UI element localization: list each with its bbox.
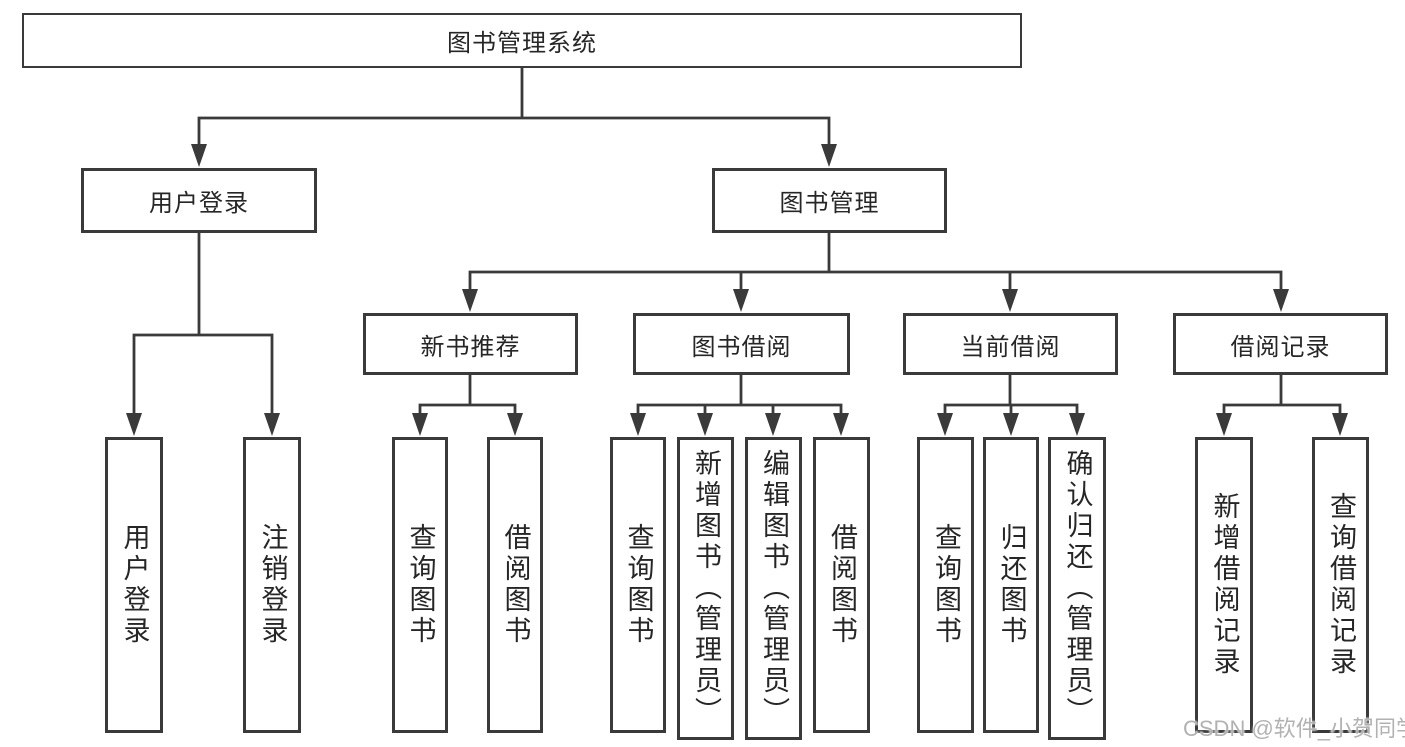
leaf-borrow-query-books-label: 查询图书 (623, 523, 654, 647)
leaf-user-login: 用户登录 (105, 437, 163, 733)
leaf-records-query-borrow-record: 查询借阅记录 (1312, 437, 1369, 733)
leaf-newbook-borrow-books-label: 借阅图书 (500, 523, 531, 647)
leaf-logout-login-label: 注销登录 (257, 523, 288, 647)
leaf-borrow-borrow-books-label: 借阅图书 (827, 523, 857, 647)
connector-root-to-level2 (197, 66, 831, 150)
leaf-current-confirm-return-admin: 确认归还（管理员） (1048, 437, 1106, 740)
leaf-records-add-borrow-record-label: 新增借阅记录 (1209, 492, 1240, 678)
connector-borrow-record-to-leaves (1222, 373, 1342, 418)
node-book-borrowing: 图书借阅 (633, 313, 850, 375)
node-new-book-recommend: 新书推荐 (363, 313, 578, 375)
leaf-borrow-query-books: 查询图书 (610, 437, 666, 733)
leaf-logout-login: 注销登录 (243, 437, 301, 733)
connector-current-borrow-to-leaves (943, 373, 1079, 418)
leaf-user-login-label: 用户登录 (119, 523, 150, 647)
leaf-current-query-books-label: 查询图书 (931, 523, 961, 647)
node-book-management: 图书管理 (712, 168, 947, 233)
leaf-newbook-query-books-label: 查询图书 (405, 523, 436, 647)
node-library-system: 图书管理系统 (22, 13, 1022, 68)
leaf-current-confirm-return-admin-label: 确认归还（管理员） (1062, 449, 1093, 728)
leaf-records-query-borrow-record-label: 查询借阅记录 (1326, 492, 1356, 678)
leaf-borrow-add-books-admin: 新增图书（管理员） (677, 437, 734, 740)
leaf-records-add-borrow-record: 新增借阅记录 (1195, 437, 1253, 733)
leaf-borrow-add-books-admin-label: 新增图书（管理员） (691, 449, 721, 728)
node-borrowing-records: 借阅记录 (1173, 313, 1388, 375)
connector-book-mgmt-to-level3 (468, 230, 1283, 294)
leaf-newbook-query-books: 查询图书 (392, 437, 448, 733)
connector-new-book-rec-to-leaves (418, 373, 517, 418)
leaf-current-return-books: 归还图书 (983, 437, 1039, 733)
connector-book-borrow-to-leaves (636, 373, 843, 418)
node-user-login: 用户登录 (81, 168, 317, 233)
leaf-current-query-books: 查询图书 (917, 437, 974, 733)
node-current-borrowing: 当前借阅 (903, 313, 1118, 375)
leaf-borrow-borrow-books: 借阅图书 (813, 437, 870, 733)
leaf-current-return-books-label: 归还图书 (996, 523, 1027, 647)
leaf-borrow-edit-books-admin-label: 编辑图书（管理员） (759, 449, 789, 728)
leaf-newbook-borrow-books: 借阅图书 (487, 437, 543, 733)
connector-user-login-to-leaves (132, 230, 274, 418)
leaf-borrow-edit-books-admin: 编辑图书（管理员） (745, 437, 802, 740)
arrowheads (126, 144, 1348, 436)
csdn-watermark: CSDN @软件_小贺同学 (1183, 716, 1405, 741)
